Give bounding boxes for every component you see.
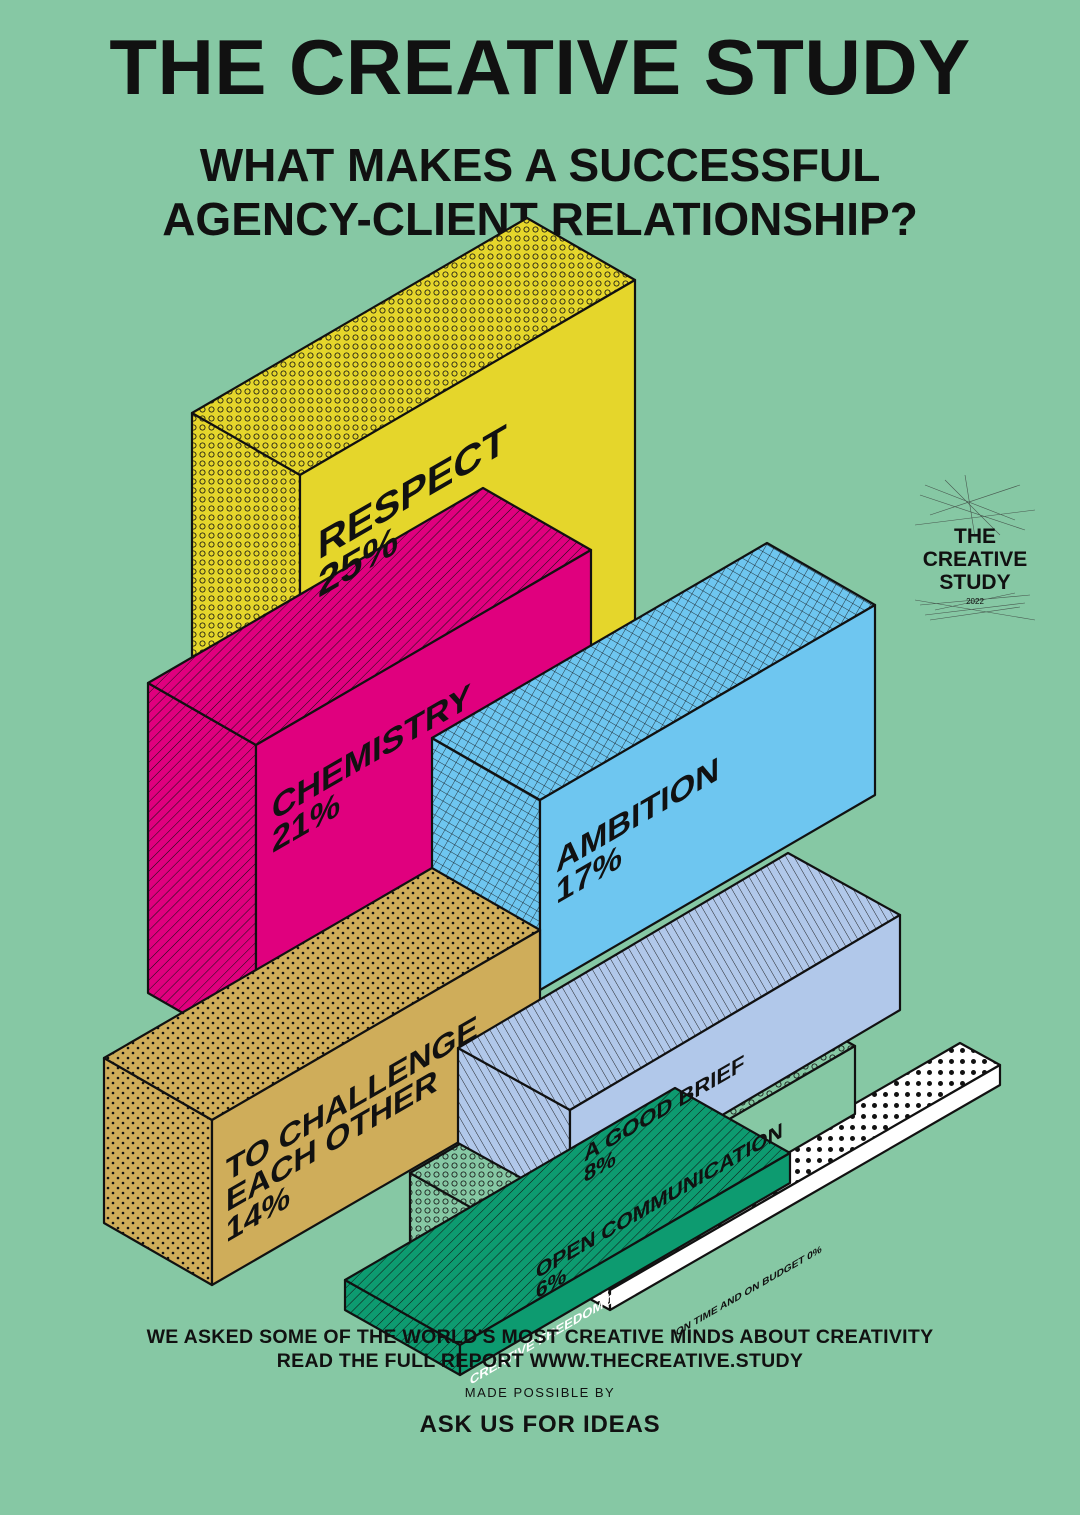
logo-year: 2022 xyxy=(966,597,984,607)
footer-line-1: WE ASKED SOME OF THE WORLD'S MOST CREATI… xyxy=(146,1326,934,1348)
logo-line-3: STUDY xyxy=(939,571,1011,595)
subtitle-line-1: WHAT MAKES A SUCCESSFUL xyxy=(199,139,881,191)
footer-text: WE ASKED SOME OF THE WORLD'S MOST CREATI… xyxy=(0,1326,1080,1374)
bar-freedom-front-face xyxy=(458,1151,792,1377)
creative-study-logo: THE CREATIVE STUDY 2022 xyxy=(905,475,1045,621)
footer-line-2: READ THE FULL REPORT WWW.THECREATIVE.STU… xyxy=(276,1349,804,1372)
bar-freedom xyxy=(343,1086,792,1377)
bar-ambition-front-face xyxy=(538,603,877,992)
bar-challenge xyxy=(102,866,542,1287)
bar-budget-front-face xyxy=(608,1063,1002,1312)
logo-line-1: THE xyxy=(954,525,996,548)
made-possible-label: MADE POSSIBLE BY xyxy=(464,1385,616,1400)
page-title: THE CREATIVE STUDY xyxy=(109,23,971,111)
sponsor-name: ASK US FOR IDEAS xyxy=(419,1411,661,1438)
page-subtitle: WHAT MAKES A SUCCESSFUL AGENCY-CLIENT RE… xyxy=(0,138,1080,247)
bars-layer xyxy=(102,216,1002,1377)
scribble-icon xyxy=(914,475,1036,621)
logo-line-2: CREATIVE xyxy=(922,548,1028,572)
